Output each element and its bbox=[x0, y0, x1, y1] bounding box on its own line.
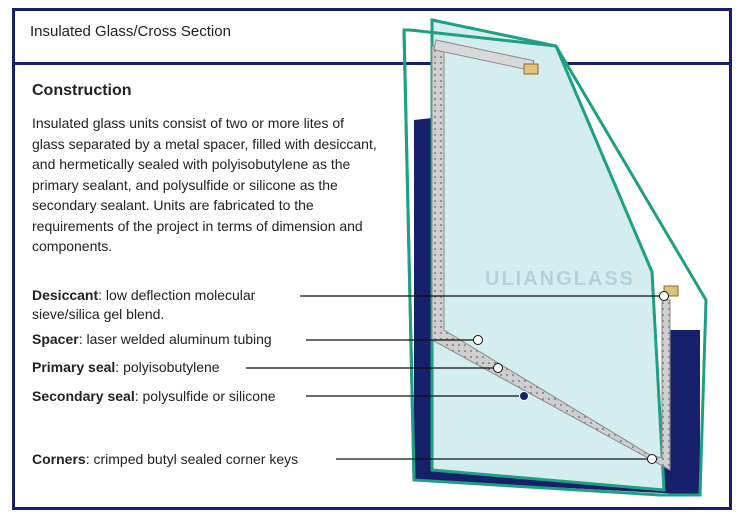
label-secondary-seal: Secondary seal: polysulfide or silicone bbox=[32, 387, 276, 406]
label-primary-seal-desc: : polyisobutylene bbox=[115, 359, 220, 375]
label-secondary-seal-desc: : polysulfide or silicone bbox=[134, 388, 276, 404]
label-desiccant: Desiccant: low deflection molecular siev… bbox=[32, 286, 302, 324]
callout-dot-secondary-seal bbox=[519, 391, 529, 401]
watermark: ULIANGLASS bbox=[485, 268, 635, 290]
label-spacer-term: Spacer bbox=[32, 331, 79, 347]
spacer-tube bbox=[431, 45, 671, 471]
callout-dot-corners bbox=[647, 454, 657, 464]
callout-dot-primary-seal bbox=[493, 363, 503, 373]
label-corners-term: Corners bbox=[32, 451, 86, 467]
callout-dot-spacer bbox=[473, 335, 483, 345]
label-spacer-desc: : laser welded aluminum tubing bbox=[78, 331, 272, 347]
label-corners-desc: : crimped butyl sealed corner keys bbox=[85, 451, 299, 467]
corner-key-top bbox=[523, 63, 539, 75]
front-glass-lite bbox=[402, 28, 708, 497]
label-primary-seal-term: Primary seal bbox=[32, 359, 116, 375]
front-glass-edge bbox=[402, 29, 416, 481]
header-bar bbox=[12, 8, 732, 65]
construction-heading: Construction bbox=[32, 82, 132, 99]
label-primary-seal: Primary seal: polyisobutylene bbox=[32, 358, 220, 377]
label-spacer: Spacer: laser welded aluminum tubing bbox=[32, 330, 272, 349]
construction-description: Insulated glass units consist of two or … bbox=[32, 115, 377, 254]
label-corners: Corners: crimped butyl sealed corner key… bbox=[32, 450, 298, 469]
label-desiccant-desc: : low deflection molecular sieve/silica … bbox=[32, 287, 256, 322]
page-title: Insulated Glass/Cross Section bbox=[30, 23, 231, 40]
back-glass-lite bbox=[430, 18, 666, 492]
label-secondary-seal-term: Secondary seal bbox=[32, 388, 135, 404]
label-desiccant-term: Desiccant bbox=[32, 287, 99, 303]
callout-dot-desiccant bbox=[659, 291, 669, 301]
